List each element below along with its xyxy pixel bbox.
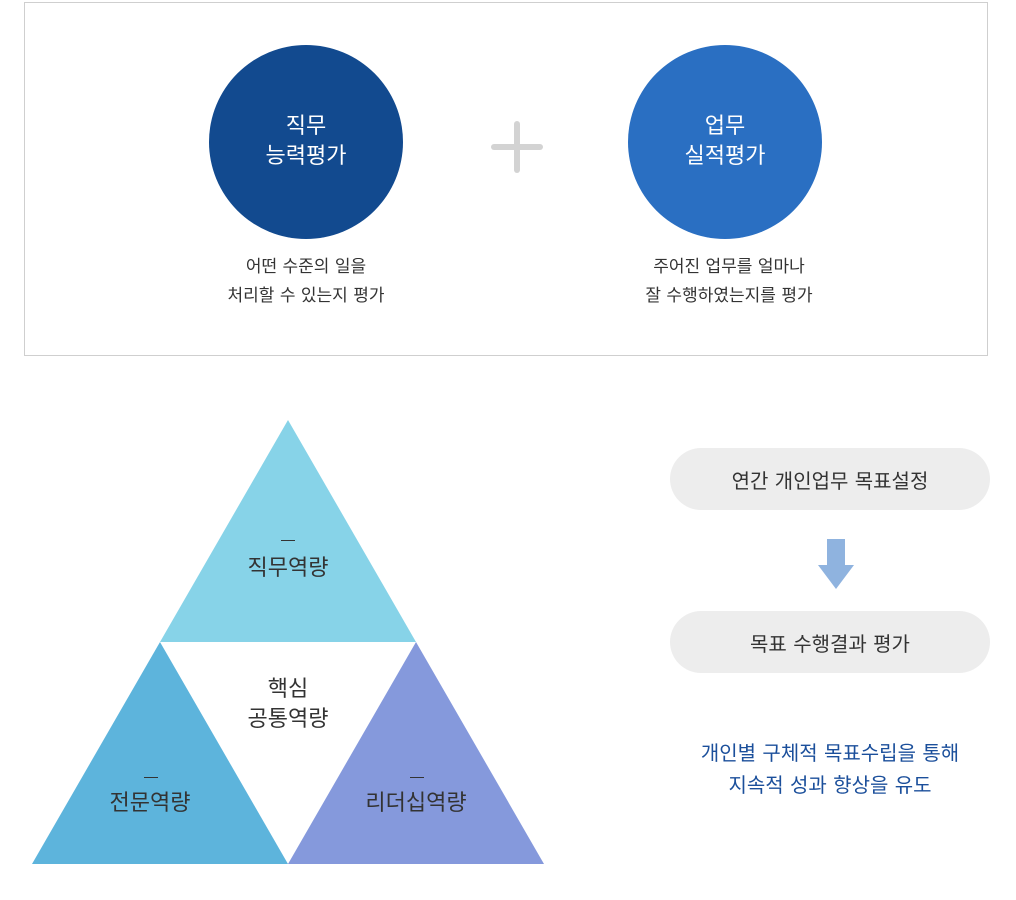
- job-competency-label: 직무역량: [247, 556, 329, 581]
- note-line2: 지속적 성과 향상을 유도: [728, 773, 932, 797]
- leadership-competency-label: 리더십역량: [365, 791, 467, 816]
- annual-goal-setting-step: 연간 개인업무 목표설정: [670, 448, 990, 510]
- triangle-right-leadership: [288, 642, 544, 864]
- work-performance-evaluation-circle: 업무 실적평가: [628, 45, 822, 239]
- triangle-top-job: [160, 420, 416, 642]
- process-summary-note: 개인별 구체적 목표수립을 통해 지속적 성과 향상을 유도: [640, 737, 1016, 801]
- arrow-down-icon: [818, 539, 854, 589]
- triangle-left-expertise: [32, 642, 288, 864]
- circle-right-line1: 업무: [704, 114, 746, 139]
- right-desc-line2: 잘 수행하였는지를 평가: [645, 286, 813, 306]
- left-description: 어떤 수준의 일을 처리할 수 있는지 평가: [156, 253, 456, 311]
- job-competency-evaluation-circle: 직무 능력평가: [209, 45, 403, 239]
- left-desc-line2: 처리할 수 있는지 평가: [227, 286, 385, 306]
- left-desc-line1: 어떤 수준의 일을: [245, 257, 367, 277]
- circle-right-line2: 실적평가: [684, 144, 766, 169]
- right-description: 주어진 업무를 얼마나 잘 수행하였는지를 평가: [579, 253, 879, 311]
- goal-result-evaluation-step: 목표 수행결과 평가: [670, 611, 990, 673]
- circle-left-line1: 직무: [285, 114, 327, 139]
- right-desc-line1: 주어진 업무를 얼마나: [653, 257, 805, 277]
- core-label-line1: 핵심: [267, 677, 309, 702]
- circle-left-line2: 능력평가: [265, 144, 347, 169]
- left-triangle-dash: [144, 777, 158, 778]
- expertise-competency-label: 전문역량: [109, 791, 191, 816]
- top-triangle-dash: [281, 540, 295, 541]
- core-label-line2: 공통역량: [247, 707, 329, 732]
- evaluation-panel: 직무 능력평가 업무 실적평가 어떤 수준의 일을 처리할 수 있는지 평가 주…: [24, 2, 988, 356]
- plus-icon: [491, 121, 543, 173]
- note-line1: 개인별 구체적 목표수립을 통해: [700, 741, 960, 765]
- right-triangle-dash: [410, 777, 424, 778]
- core-competency-label: 핵심 공통역량: [188, 675, 388, 735]
